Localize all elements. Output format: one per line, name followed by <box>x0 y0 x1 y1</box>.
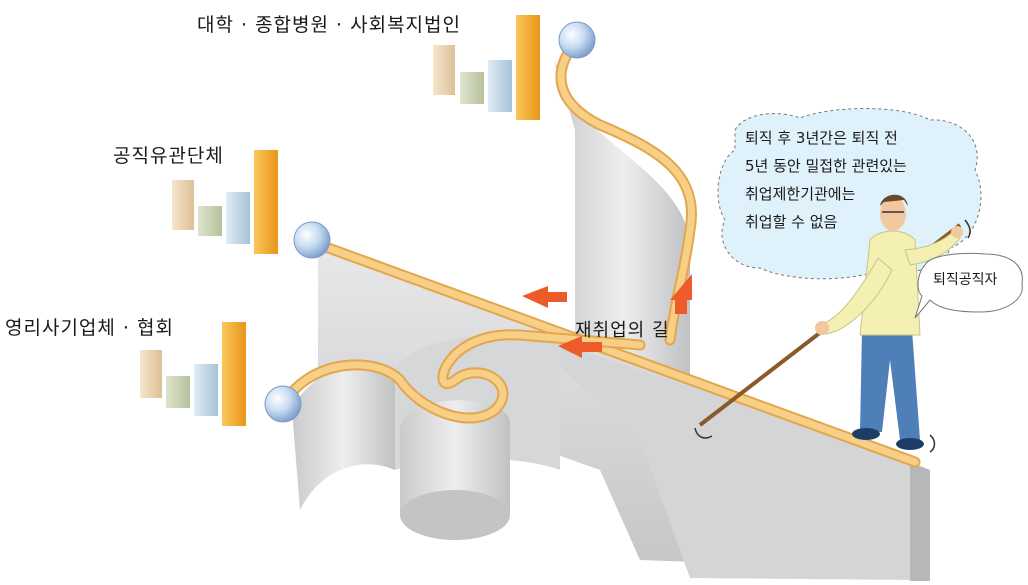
direction-arrows <box>522 274 692 358</box>
person-label: 퇴직공직자 <box>933 272 998 288</box>
career-paths <box>279 34 921 468</box>
arrow-up-icon <box>670 274 692 300</box>
label-public-related-organizations: 공직유관단체 <box>113 145 224 167</box>
label-university-hospital-welfare: 대학 · 종합병원 · 사회복지법인 <box>197 14 461 36</box>
arrow-left-icon <box>522 286 548 308</box>
regulation-line: 취업할 수 없음 <box>745 213 838 231</box>
bar-group-top <box>433 15 540 120</box>
retired-official-figure <box>694 194 971 453</box>
regulation-text: 퇴직 후 3년간은 퇴직 전 5년 동안 밀접한 관련있는 취업제한기관에는 취… <box>745 124 907 236</box>
bar-group-bottom <box>140 322 246 426</box>
regulation-line: 취업제한기관에는 <box>745 185 856 203</box>
label-reemployment-path: 재취업의 길 <box>575 320 670 341</box>
destination-spheres <box>264 21 596 423</box>
bar-group-middle <box>172 150 278 254</box>
path-walls <box>292 60 930 581</box>
regulation-line: 5년 동안 밀접한 관련있는 <box>745 157 907 175</box>
arrow-left-icon <box>558 336 582 358</box>
regulation-line: 퇴직 후 3년간은 퇴직 전 <box>745 129 898 147</box>
person-speech-bubble <box>914 252 1023 319</box>
label-for-profit-companies: 영리사기업체 · 협회 <box>5 317 174 339</box>
